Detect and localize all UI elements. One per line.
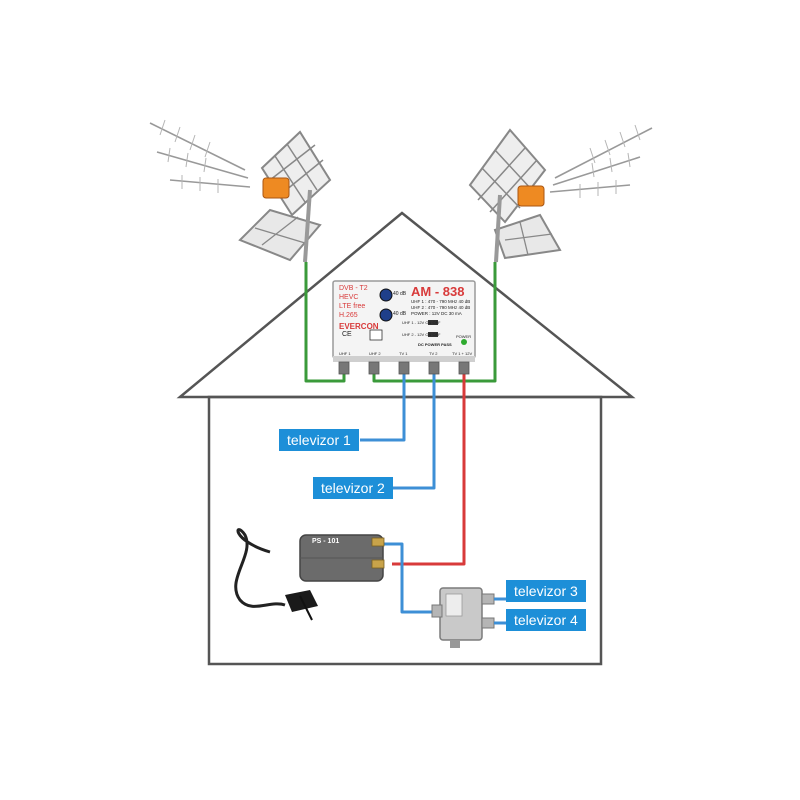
port-label: UHF 2 [369, 351, 381, 356]
power-led [461, 339, 467, 345]
amp-spec: POWER : 12V DC 30 mA [411, 311, 462, 316]
tv-label-2: televizor 2 [313, 477, 393, 499]
tv-label-4: televizor 4 [506, 609, 586, 631]
amp-brand: EVERCON [339, 322, 379, 331]
red-cable [392, 372, 466, 566]
power-label: POWER [456, 334, 472, 339]
dip-switch-1 [428, 320, 438, 325]
knob1-label: 40 dB [393, 291, 407, 297]
tv-label-1: televizor 1 [279, 429, 359, 451]
ce-mark: CE [342, 331, 352, 338]
power-supply-label: PS - 101 [312, 538, 340, 545]
blue-cable-tv2 [388, 372, 436, 490]
switch2-label: UHF 2 - 12V ON OFF [402, 332, 441, 337]
port-label: TV 1 + 12V [452, 351, 473, 356]
amp-spec: UHF 2 : 470 - 790 MHz 40 dB [411, 305, 471, 310]
blue-cable-ps [384, 542, 440, 614]
power-supply [234, 528, 385, 621]
green-cable-left [304, 262, 346, 383]
knob2-label: 40 dB [393, 311, 407, 317]
amp-feature: H.265 [339, 312, 358, 319]
gain-knob-1 [379, 288, 393, 302]
dc-pass-label: DC POWER PASS [418, 342, 452, 347]
tv-label-3: televizor 3 [506, 580, 586, 602]
amplifier-device [332, 280, 476, 375]
amp-feature-list: DVB - T2 HEVC LTE free H.265 [339, 284, 368, 320]
splitter [431, 587, 495, 648]
amp-feature: HEVC [339, 294, 359, 301]
amp-feature: LTE free [339, 303, 366, 310]
blue-cable-tv1 [360, 372, 406, 442]
gain-knob-2 [379, 308, 393, 322]
amp-specs: UHF 1 : 470 - 790 MHz 40 dB UHF 2 : 470 … [411, 299, 470, 317]
left-antenna [149, 119, 332, 263]
amp-model: AM - 838 [411, 284, 465, 299]
dip-switch-2 [428, 332, 438, 337]
amp-spec: UHF 1 : 470 - 790 MHz 40 dB [411, 299, 471, 304]
port-label: TV 2 [429, 351, 438, 356]
port-label: TV 1 [399, 351, 408, 356]
right-antenna [468, 124, 653, 263]
amp-feature: DVB - T2 [339, 285, 368, 292]
switch1-label: UHF 1 - 12V ON OFF [402, 320, 441, 325]
port-label: UHF 1 [339, 351, 351, 356]
